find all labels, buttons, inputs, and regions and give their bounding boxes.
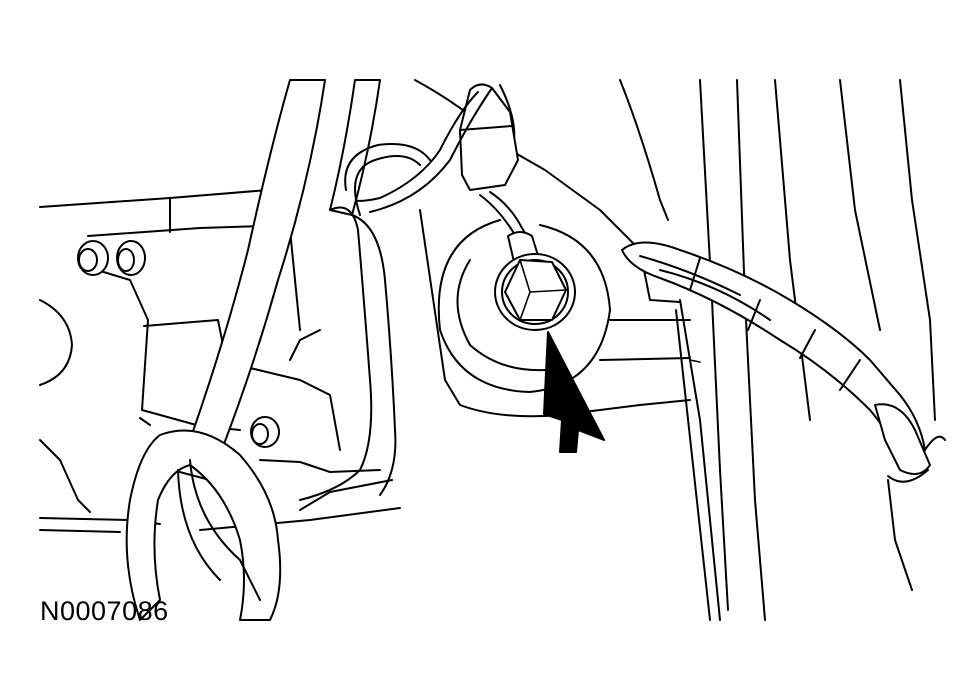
figure-id-label: N0007086	[40, 596, 169, 626]
left-bracket	[39, 187, 401, 533]
pointer-arrow	[543, 331, 605, 453]
ground-wire	[344, 83, 541, 269]
stud-cluster	[77, 240, 280, 448]
right-harness	[621, 241, 946, 483]
wiring-loom	[125, 79, 431, 621]
pillar-panel	[619, 79, 936, 621]
ground-bolt	[494, 253, 576, 331]
